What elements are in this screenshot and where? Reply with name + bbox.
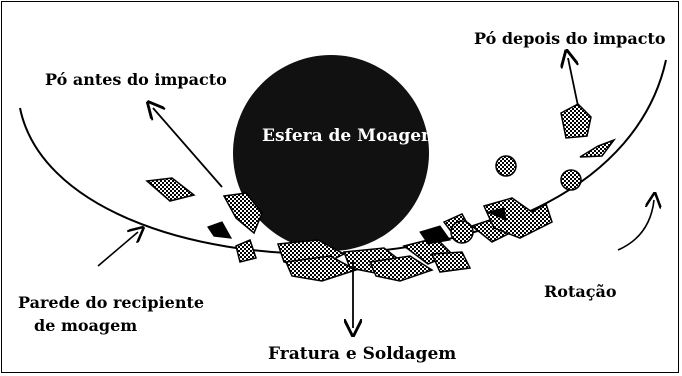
powder-particle bbox=[368, 255, 434, 282]
powder-particle bbox=[207, 221, 233, 239]
powder-particle bbox=[284, 255, 358, 282]
powder-particle bbox=[222, 192, 263, 235]
powder-particle bbox=[579, 138, 617, 158]
label-fracture-welding: Fratura e Soldagem bbox=[268, 344, 457, 364]
arrow-after-impact bbox=[568, 58, 579, 107]
container-wall-label-line2: de moagem bbox=[34, 316, 138, 335]
powder-particle bbox=[495, 155, 517, 177]
powder-particle bbox=[482, 197, 553, 239]
powder-particle bbox=[145, 177, 196, 202]
grinding-ball-label-text: Esfera de Moagem bbox=[262, 126, 440, 146]
powder-particle bbox=[560, 169, 582, 191]
grinding-ball bbox=[233, 55, 429, 251]
label-grinding-ball: Esfera de Moagem bbox=[262, 128, 439, 145]
powder-particle bbox=[419, 225, 451, 245]
label-powder-before-impact: Pó antes do impacto bbox=[45, 70, 227, 89]
arrow-before-impact bbox=[153, 108, 223, 188]
rotation-arrow bbox=[617, 200, 654, 251]
powder-particle bbox=[430, 251, 472, 273]
arrow-wall bbox=[97, 232, 138, 267]
powder-particle bbox=[450, 220, 474, 244]
powder-particle bbox=[486, 207, 507, 221]
label-rotation: Rotação bbox=[544, 282, 617, 301]
label-powder-after-impact: Pó depois do impacto bbox=[474, 29, 666, 48]
powder-particle bbox=[235, 238, 257, 263]
powder-particle bbox=[560, 103, 592, 139]
container-wall-label-line1: Parede do recipiente bbox=[18, 293, 205, 312]
label-container-wall: Parede do recipiente de moagem bbox=[18, 291, 204, 337]
